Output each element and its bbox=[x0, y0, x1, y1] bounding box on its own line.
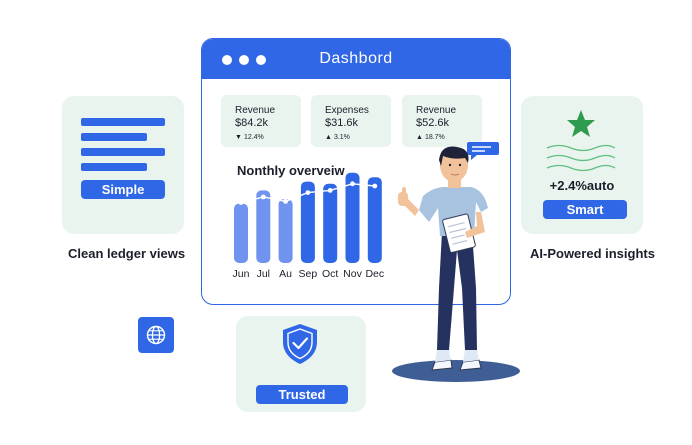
trusted-button[interactable]: Trusted bbox=[256, 385, 348, 404]
x-tick-label: Au bbox=[279, 268, 292, 280]
feature-card-trusted: Trusted bbox=[236, 316, 366, 412]
kpi-change: ▲3.1% bbox=[325, 134, 350, 141]
trend-point bbox=[327, 188, 333, 193]
kpi-change: ▲18.7% bbox=[416, 134, 445, 141]
person-illustration bbox=[392, 142, 520, 382]
x-tick-label: Jun bbox=[233, 268, 250, 280]
triangle-up-icon: ▲ bbox=[325, 134, 332, 141]
chart-bar bbox=[234, 203, 248, 263]
kpi-change: ▼12.4% bbox=[235, 134, 264, 141]
kpi-value: $84.2k bbox=[235, 117, 269, 129]
trend-point bbox=[283, 199, 288, 204]
ledger-line bbox=[81, 118, 165, 126]
window-dot[interactable] bbox=[239, 55, 249, 65]
window-title: Dashbord bbox=[319, 50, 393, 67]
globe-button[interactable] bbox=[138, 317, 174, 353]
window-titlebar: Dashbord bbox=[202, 39, 510, 79]
chart-bar bbox=[278, 199, 293, 263]
chart-bar bbox=[345, 172, 360, 263]
ledger-line bbox=[81, 163, 147, 171]
feature-card-smart: +2.4%auto Smart bbox=[521, 96, 643, 234]
trend-point bbox=[350, 181, 355, 187]
trend-point bbox=[372, 183, 378, 189]
chart-bar bbox=[300, 181, 315, 263]
feature-card-simple: Simple bbox=[62, 96, 184, 234]
x-tick-label: Dec bbox=[365, 268, 384, 280]
kpi-label: Expenses bbox=[325, 105, 369, 116]
insight-stat: +2.4%auto bbox=[549, 178, 615, 193]
kpi-card-revenue[interactable]: Revenue $84.2k ▼12.4% bbox=[221, 95, 301, 147]
kpi-card-revenue-2[interactable]: Revenue $52.6k ▲18.7% bbox=[402, 95, 482, 147]
wave-lines-icon bbox=[546, 144, 616, 172]
window-dot[interactable] bbox=[256, 55, 266, 65]
chart-bar bbox=[256, 190, 271, 263]
kpi-label: Revenue bbox=[235, 105, 276, 116]
triangle-up-icon: ▲ bbox=[416, 134, 423, 141]
chart-bar bbox=[323, 183, 338, 263]
window-dot[interactable] bbox=[222, 55, 232, 65]
chart-bar bbox=[367, 177, 382, 263]
globe-icon bbox=[146, 325, 166, 345]
star-icon bbox=[567, 110, 595, 137]
kpi-label: Revenue bbox=[416, 105, 457, 116]
simple-button[interactable]: Simple bbox=[81, 180, 165, 199]
ledger-line bbox=[81, 148, 165, 156]
x-tick-label: Jul bbox=[257, 268, 270, 280]
ai-insights-caption: AI-Powered insights bbox=[530, 246, 655, 261]
shield-check-icon bbox=[283, 324, 317, 364]
smart-button[interactable]: Smart bbox=[543, 200, 627, 219]
trend-point bbox=[260, 194, 266, 200]
kpi-value: $52.6k bbox=[416, 117, 450, 129]
kpi-value: $31.6k bbox=[325, 117, 359, 129]
triangle-down-icon: ▼ bbox=[235, 134, 242, 141]
x-tick-label: Sep bbox=[299, 268, 318, 280]
kpi-card-expenses[interactable]: Expenses $31.6k ▲3.1% bbox=[311, 95, 391, 147]
ledger-line bbox=[81, 133, 147, 141]
chart-title: Nonthly overveiw bbox=[237, 163, 345, 178]
trend-point bbox=[305, 190, 311, 196]
x-tick-label: Nov bbox=[343, 268, 362, 280]
clean-ledger-caption: Clean ledger views bbox=[68, 246, 186, 261]
trend-point bbox=[238, 200, 244, 205]
chat-bubble-icon bbox=[467, 142, 499, 155]
x-tick-label: Oct bbox=[322, 268, 338, 280]
